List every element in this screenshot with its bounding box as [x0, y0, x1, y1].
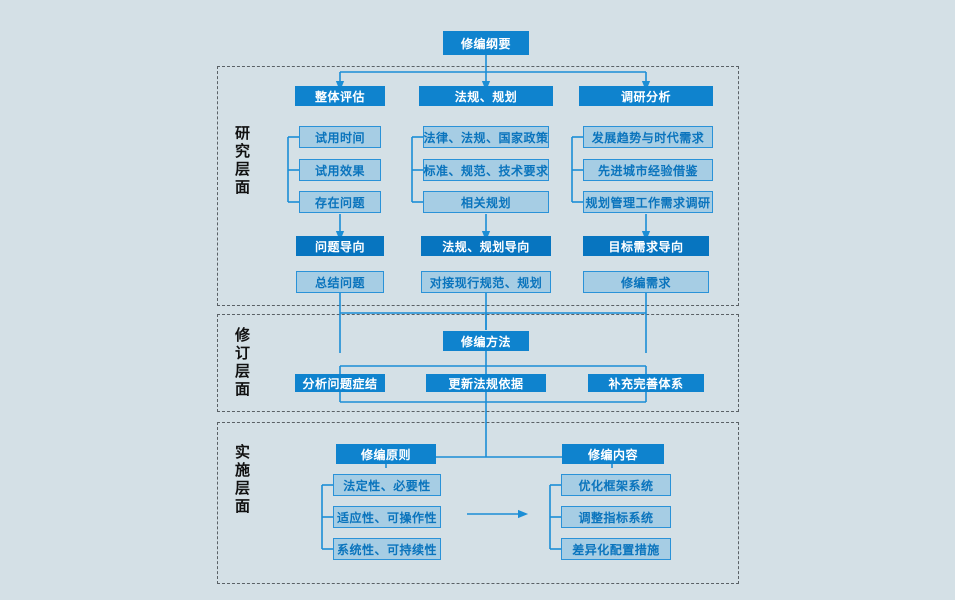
implementation-group2-item-1-label: 优化框架系统	[578, 478, 654, 493]
research-col3-item-1-label: 发展趋势与时代需求	[591, 130, 705, 145]
research-col3-item-2[interactable]: 先进城市经验借鉴	[583, 159, 713, 181]
research-col2-heading[interactable]: 法规、规划	[419, 86, 553, 106]
research-col1-item-3[interactable]: 存在问题	[299, 191, 381, 213]
research-col3-outcome[interactable]: 修编需求	[583, 271, 709, 293]
implementation-group2-item-3[interactable]: 差异化配置措施	[561, 538, 671, 560]
research-col3-orientation-label: 目标需求导向	[608, 239, 684, 254]
research-col1-item-2-label: 试用效果	[314, 163, 365, 178]
implementation-group1-item-3[interactable]: 系统性、可持续性	[333, 538, 441, 560]
research-col1-orientation-label: 问题导向	[314, 239, 365, 254]
section-implementation	[217, 422, 739, 584]
revision-item-3-label: 补充完善体系	[608, 376, 684, 391]
research-col3-item-2-label: 先进城市经验借鉴	[597, 163, 698, 178]
layer-label-research: 研究层面	[233, 125, 251, 197]
root-node[interactable]: 修编纲要	[443, 31, 529, 55]
implementation-group2-heading-label: 修编内容	[587, 447, 638, 462]
research-col1-item-3-label: 存在问题	[314, 195, 365, 210]
research-col1-heading-label: 整体评估	[314, 89, 365, 104]
research-col2-orientation-label: 法规、规划导向	[442, 239, 530, 254]
research-col3-item-1[interactable]: 发展趋势与时代需求	[583, 126, 713, 148]
section-research	[217, 66, 739, 306]
research-col2-item-3-label: 相关规划	[460, 195, 511, 210]
research-col3-outcome-label: 修编需求	[620, 275, 671, 290]
implementation-group2-heading[interactable]: 修编内容	[562, 444, 664, 464]
root-node-label: 修编纲要	[460, 36, 511, 51]
revision-item-1-label: 分析问题症结	[302, 376, 378, 391]
implementation-group2-item-2-label: 调整指标系统	[578, 510, 654, 525]
research-col3-heading[interactable]: 调研分析	[579, 86, 713, 106]
implementation-group1-item-1[interactable]: 法定性、必要性	[333, 474, 441, 496]
research-col3-item-3-label: 规划管理工作需求调研	[585, 195, 711, 210]
research-col1-item-1[interactable]: 试用时间	[299, 126, 381, 148]
implementation-group1-heading[interactable]: 修编原则	[336, 444, 436, 464]
research-col1-outcome[interactable]: 总结问题	[296, 271, 384, 293]
research-col1-item-2[interactable]: 试用效果	[299, 159, 381, 181]
revision-item-2[interactable]: 更新法规依据	[426, 374, 546, 392]
implementation-group1-item-1-label: 法定性、必要性	[343, 478, 431, 493]
revision-item-3[interactable]: 补充完善体系	[588, 374, 704, 392]
section-revision	[217, 314, 739, 412]
research-col2-item-1[interactable]: 法律、法规、国家政策	[423, 126, 549, 148]
research-col2-item-2[interactable]: 标准、规范、技术要求	[423, 159, 549, 181]
research-col3-heading-label: 调研分析	[620, 89, 671, 104]
revision-heading-label: 修编方法	[460, 334, 511, 349]
research-col1-item-1-label: 试用时间	[314, 130, 365, 145]
revision-heading[interactable]: 修编方法	[443, 331, 529, 351]
research-col1-outcome-label: 总结问题	[314, 275, 365, 290]
research-col1-heading[interactable]: 整体评估	[295, 86, 385, 106]
implementation-group2-item-2[interactable]: 调整指标系统	[561, 506, 671, 528]
implementation-group2-item-1[interactable]: 优化框架系统	[561, 474, 671, 496]
research-col1-orientation[interactable]: 问题导向	[296, 236, 384, 256]
revision-item-1[interactable]: 分析问题症结	[295, 374, 385, 392]
revision-item-2-label: 更新法规依据	[448, 376, 524, 391]
research-col3-item-3[interactable]: 规划管理工作需求调研	[583, 191, 713, 213]
implementation-group1-item-3-label: 系统性、可持续性	[336, 542, 437, 557]
research-col2-item-1-label: 法律、法规、国家政策	[423, 130, 549, 145]
implementation-group1-heading-label: 修编原则	[360, 447, 411, 462]
research-col2-heading-label: 法规、规划	[454, 89, 518, 104]
research-col2-outcome[interactable]: 对接现行规范、规划	[421, 271, 551, 293]
research-col2-orientation[interactable]: 法规、规划导向	[421, 236, 551, 256]
research-col2-outcome-label: 对接现行规范、规划	[429, 275, 543, 290]
research-col2-item-2-label: 标准、规范、技术要求	[423, 163, 549, 178]
implementation-group1-item-2-label: 适应性、可操作性	[336, 510, 437, 525]
layer-label-implementation: 实施层面	[233, 444, 251, 516]
research-col2-item-3[interactable]: 相关规划	[423, 191, 549, 213]
implementation-group2-item-3-label: 差异化配置措施	[572, 542, 660, 557]
research-col3-orientation[interactable]: 目标需求导向	[583, 236, 709, 256]
implementation-group1-item-2[interactable]: 适应性、可操作性	[333, 506, 441, 528]
layer-label-revision: 修订层面	[233, 327, 251, 399]
